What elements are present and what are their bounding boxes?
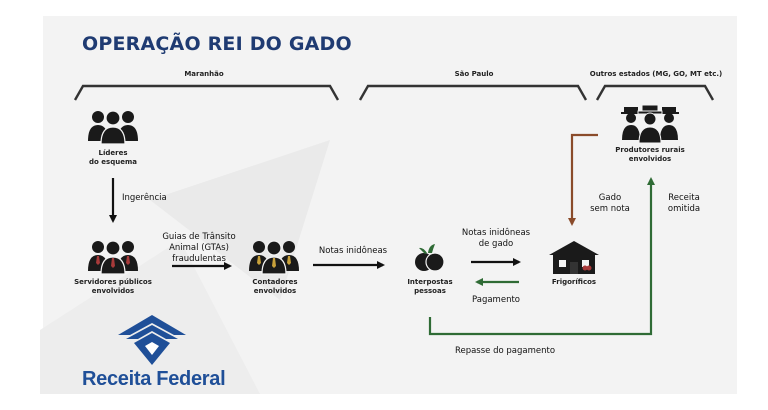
bracket-maranhao — [73, 84, 340, 101]
edge-label-pagamento: Pagamento — [466, 295, 526, 306]
edge-label-receita-omitida: Receita omitida — [659, 193, 709, 215]
node-label-produtores: Produtores rurais envolvidos — [605, 146, 695, 164]
node-label-lideres: Líderes do esquema — [78, 149, 148, 167]
slaughterhouse-icon — [549, 241, 599, 274]
node-label-line: Servidores públicos — [74, 278, 152, 286]
brand-wordmark: Receita Federal — [82, 368, 226, 390]
edge-label-notas-inidoneas: Notas inidôneas — [308, 246, 398, 257]
region-label-sao-paulo: São Paulo — [454, 70, 494, 78]
node-label-line: envolvidos — [91, 287, 135, 295]
edge-label-line: Guias de Trânsito — [162, 232, 236, 242]
bracket-outros — [595, 84, 715, 101]
people-group-icon — [249, 240, 299, 275]
edge-label-line: Ingerência — [122, 193, 167, 203]
region-label-outros: Outros estados (MG, GO, MT etc.) — [589, 70, 723, 78]
node-label-interpostas: Interpostas pessoas — [395, 278, 465, 296]
arrow-gado-sem-nota — [568, 133, 598, 226]
cowboy-group-icon — [621, 104, 679, 144]
edge-label-line: Repasse do pagamento — [454, 346, 556, 356]
edge-label-repasse: Repasse do pagamento — [440, 346, 570, 357]
node-label-line: Produtores rurais — [615, 146, 685, 154]
node-label-line: Frigoríficos — [551, 278, 597, 286]
eggplant-icon — [415, 244, 445, 272]
edge-label-line: de gado — [478, 239, 514, 249]
edge-label-line: sem nota — [590, 204, 630, 214]
edge-label-line: omitida — [667, 204, 701, 214]
node-label-line: do esquema — [89, 158, 137, 166]
node-label-line: envolvidos — [628, 155, 672, 163]
edge-label-line: Receita — [668, 193, 700, 203]
node-label-line: Contadores — [252, 278, 298, 286]
edge-label-gtas: Guias de Trânsito Animal (GTAs) fraudule… — [154, 232, 244, 265]
node-label-line: Interpostas — [407, 278, 453, 286]
bracket-sao-paulo — [358, 84, 588, 101]
edge-label-notas-gado: Notas inidôneas de gado — [456, 228, 536, 250]
node-label-line: pessoas — [414, 287, 446, 295]
node-label-contadores: Contadores envolvidos — [240, 278, 310, 296]
people-group-icon — [88, 110, 138, 145]
node-label-line: Líderes — [98, 149, 128, 157]
node-label-servidores: Servidores públicos envolvidos — [68, 278, 158, 296]
edge-label-line: Notas inidôneas — [461, 228, 531, 238]
people-group-icon — [88, 240, 138, 275]
arrow-repasse-pagamento — [428, 177, 655, 336]
diagram-title: OPERAÇÃO REI DO GADO — [82, 33, 352, 55]
edge-label-line: Notas inidôneas — [318, 246, 388, 256]
edge-label-line: fraudulentas — [172, 254, 226, 264]
edge-label-gado-sem-nota: Gado sem nota — [585, 193, 635, 215]
receita-federal-logo-icon — [118, 315, 186, 365]
edge-label-line: Pagamento — [472, 295, 520, 305]
edge-label-line: Animal (GTAs) — [169, 243, 229, 253]
node-label-frigorificos: Frigoríficos — [539, 278, 609, 287]
region-label-maranhao: Maranhão — [184, 70, 224, 78]
edge-label-line: Gado — [598, 193, 622, 203]
node-label-line: envolvidos — [253, 287, 297, 295]
edge-label-ingerencia: Ingerência — [122, 193, 182, 204]
